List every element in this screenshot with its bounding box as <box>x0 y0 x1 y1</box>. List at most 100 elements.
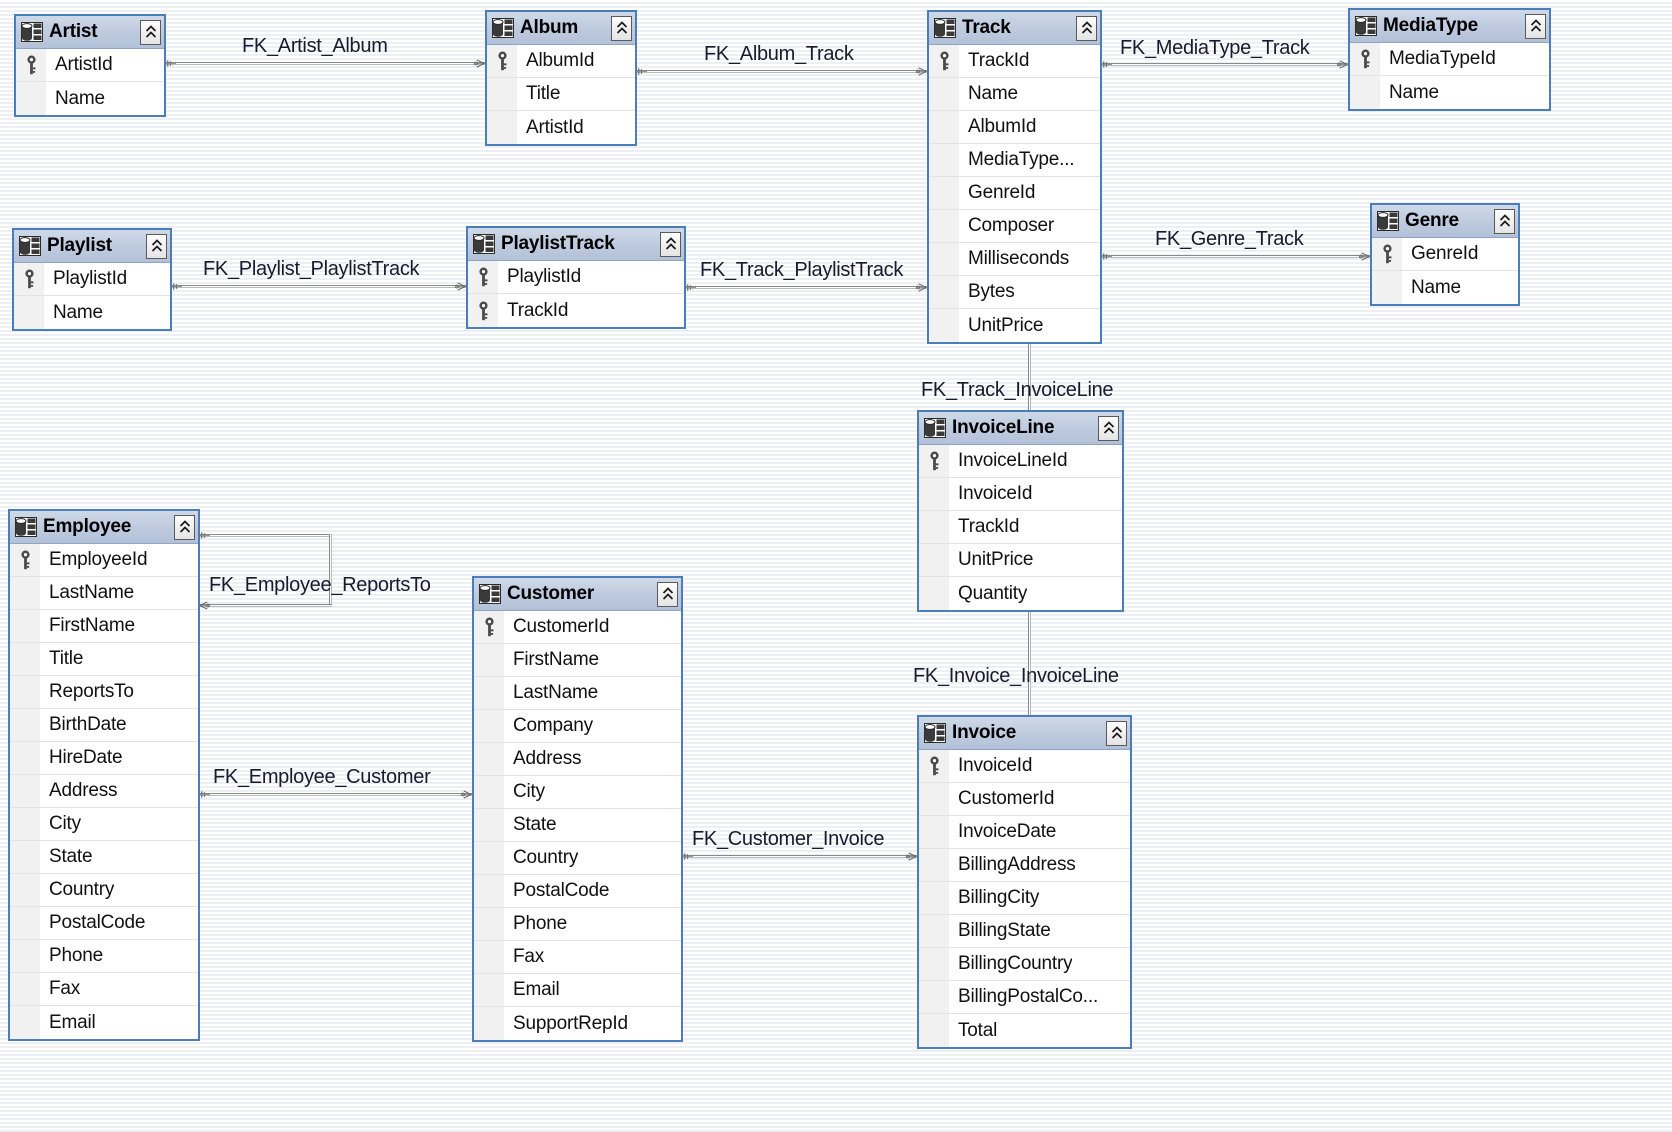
attribute-row[interactable]: LastName <box>474 677 681 710</box>
collapse-button-employee[interactable] <box>174 514 195 540</box>
attribute-row[interactable]: Address <box>474 743 681 776</box>
attribute-row[interactable]: Total <box>919 1014 1130 1047</box>
relationship-label-fk-invoice-invoiceline[interactable]: FK_Invoice_InvoiceLine <box>913 665 1119 687</box>
collapse-button-mediatype[interactable] <box>1525 13 1546 39</box>
attribute-row[interactable]: AlbumId <box>929 111 1100 144</box>
attribute-row[interactable]: PlaylistId <box>468 261 684 294</box>
attribute-row[interactable]: MediaType... <box>929 144 1100 177</box>
entity-header-album[interactable]: Album <box>487 12 635 45</box>
attribute-row[interactable]: CustomerId <box>474 611 681 644</box>
relationship-label-fk-track-invoiceline[interactable]: FK_Track_InvoiceLine <box>921 379 1114 401</box>
relationship-line-fk-genre-track[interactable] <box>1102 255 1370 258</box>
attribute-row[interactable]: Address <box>10 775 198 808</box>
attribute-row[interactable]: GenreId <box>1372 238 1518 271</box>
attribute-row[interactable]: Phone <box>10 940 198 973</box>
relationship-label-fk-track-playlisttrack[interactable]: FK_Track_PlaylistTrack <box>700 259 904 281</box>
relationship-line-fk-employee-reportsto-seg2[interactable] <box>329 534 332 607</box>
collapse-button-track[interactable] <box>1076 15 1097 41</box>
relationship-line-fk-customer-invoice[interactable] <box>683 855 917 858</box>
attribute-row[interactable]: InvoiceDate <box>919 816 1130 849</box>
attribute-row[interactable]: Title <box>10 643 198 676</box>
relationship-label-fk-genre-track[interactable]: FK_Genre_Track <box>1155 228 1304 250</box>
attribute-row[interactable]: State <box>10 841 198 874</box>
attribute-row[interactable]: AlbumId <box>487 45 635 78</box>
relationship-label-fk-artist-album[interactable]: FK_Artist_Album <box>242 35 388 57</box>
attribute-row[interactable]: Quantity <box>919 577 1122 610</box>
entity-header-mediatype[interactable]: MediaType <box>1350 10 1549 43</box>
attribute-row[interactable]: BillingState <box>919 915 1130 948</box>
entity-header-invoice[interactable]: Invoice <box>919 717 1130 750</box>
attribute-row[interactable]: Name <box>1372 271 1518 304</box>
attribute-row[interactable]: BillingAddress <box>919 849 1130 882</box>
attribute-row[interactable]: UnitPrice <box>929 309 1100 342</box>
relationship-line-fk-track-playlisttrack[interactable] <box>686 286 927 289</box>
attribute-row[interactable]: TrackId <box>929 45 1100 78</box>
relationship-line-fk-playlist-playlisttrack[interactable] <box>172 285 466 288</box>
relationship-label-fk-playlist-playlisttrack[interactable]: FK_Playlist_PlaylistTrack <box>203 258 420 280</box>
entity-header-playlist[interactable]: Playlist <box>14 230 170 263</box>
attribute-row[interactable]: UnitPrice <box>919 544 1122 577</box>
collapse-button-invoice[interactable] <box>1106 720 1127 746</box>
relationship-label-fk-employee-reportsto[interactable]: FK_Employee_ReportsTo <box>209 574 431 596</box>
attribute-row[interactable]: SupportRepId <box>474 1007 681 1040</box>
entity-header-invoiceline[interactable]: InvoiceLine <box>919 412 1122 445</box>
attribute-row[interactable]: FirstName <box>10 610 198 643</box>
attribute-row[interactable]: InvoiceId <box>919 478 1122 511</box>
attribute-row[interactable]: State <box>474 809 681 842</box>
attribute-row[interactable]: MediaTypeId <box>1350 43 1549 76</box>
attribute-row[interactable]: LastName <box>10 577 198 610</box>
relationship-line-fk-employee-reportsto-seg1[interactable] <box>200 534 332 537</box>
attribute-row[interactable]: Fax <box>10 973 198 1006</box>
entity-header-artist[interactable]: Artist <box>16 16 164 49</box>
attribute-row[interactable]: ReportsTo <box>10 676 198 709</box>
attribute-row[interactable]: City <box>474 776 681 809</box>
attribute-row[interactable]: Company <box>474 710 681 743</box>
attribute-row[interactable]: Bytes <box>929 276 1100 309</box>
entity-header-playlisttrack[interactable]: PlaylistTrack <box>468 228 684 261</box>
attribute-row[interactable]: FirstName <box>474 644 681 677</box>
relationship-label-fk-employee-customer[interactable]: FK_Employee_Customer <box>213 766 431 788</box>
attribute-row[interactable]: Name <box>16 82 164 115</box>
attribute-row[interactable]: Phone <box>474 908 681 941</box>
collapse-button-album[interactable] <box>611 15 632 41</box>
relationship-line-fk-invoice-invoiceline[interactable] <box>1028 611 1031 715</box>
attribute-row[interactable]: BirthDate <box>10 709 198 742</box>
entity-header-genre[interactable]: Genre <box>1372 205 1518 238</box>
collapse-button-customer[interactable] <box>657 581 678 607</box>
attribute-row[interactable]: PostalCode <box>10 907 198 940</box>
relationship-label-fk-album-track[interactable]: FK_Album_Track <box>704 43 854 65</box>
attribute-row[interactable]: GenreId <box>929 177 1100 210</box>
attribute-row[interactable]: Milliseconds <box>929 243 1100 276</box>
attribute-row[interactable]: Name <box>1350 76 1549 109</box>
entity-header-track[interactable]: Track <box>929 12 1100 45</box>
attribute-row[interactable]: BillingCity <box>919 882 1130 915</box>
relationship-line-fk-track-invoiceline[interactable] <box>1028 342 1031 410</box>
relationship-label-fk-customer-invoice[interactable]: FK_Customer_Invoice <box>692 828 885 850</box>
attribute-row[interactable]: Country <box>474 842 681 875</box>
attribute-row[interactable]: City <box>10 808 198 841</box>
attribute-row[interactable]: Fax <box>474 941 681 974</box>
relationship-line-fk-mediatype-track[interactable] <box>1102 63 1348 66</box>
collapse-button-genre[interactable] <box>1494 208 1515 234</box>
attribute-row[interactable]: PostalCode <box>474 875 681 908</box>
relationship-line-fk-employee-customer[interactable] <box>200 793 472 796</box>
entity-header-customer[interactable]: Customer <box>474 578 681 611</box>
attribute-row[interactable]: ArtistId <box>487 111 635 144</box>
attribute-row[interactable]: Title <box>487 78 635 111</box>
collapse-button-artist[interactable] <box>140 19 161 45</box>
collapse-button-playlisttrack[interactable] <box>660 231 681 257</box>
attribute-row[interactable]: TrackId <box>468 294 684 327</box>
attribute-row[interactable]: Email <box>474 974 681 1007</box>
attribute-row[interactable]: ArtistId <box>16 49 164 82</box>
attribute-row[interactable]: TrackId <box>919 511 1122 544</box>
relationship-line-fk-album-track[interactable] <box>637 70 927 73</box>
